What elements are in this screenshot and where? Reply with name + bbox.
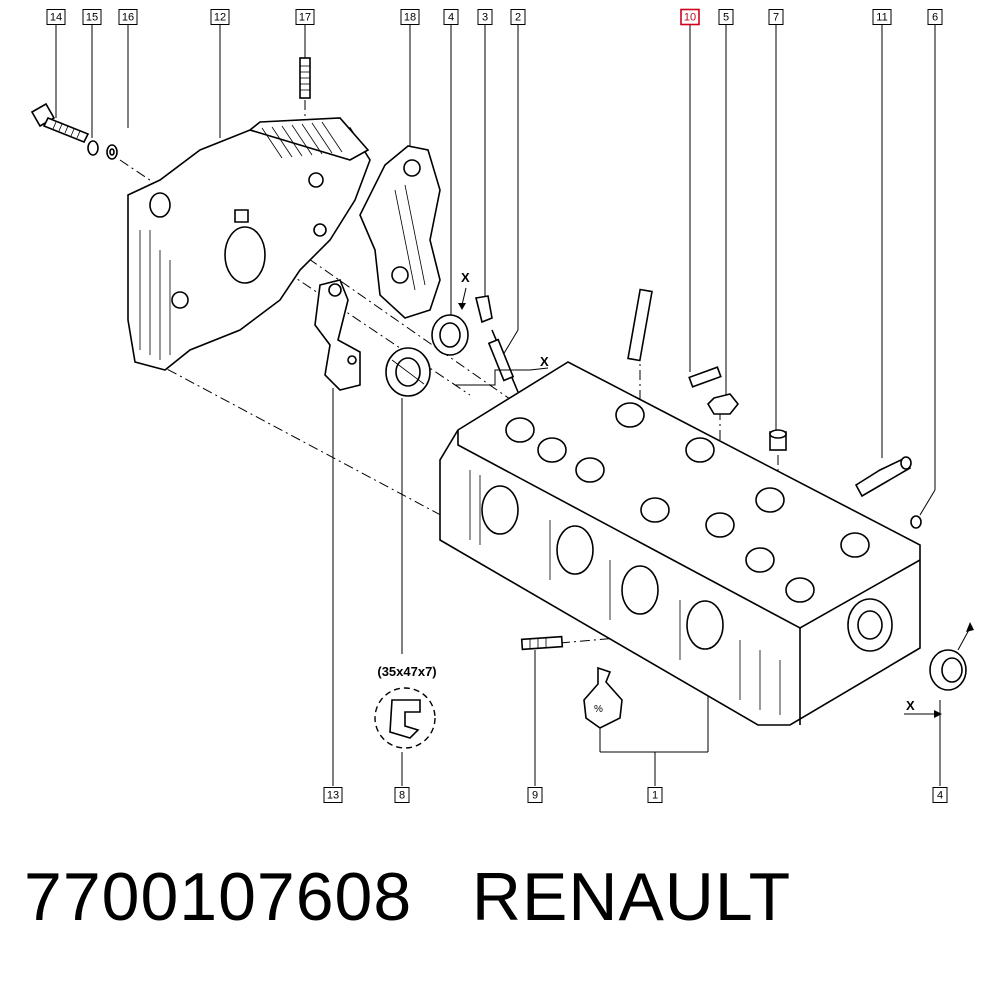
callout-4: 4 [932, 787, 948, 803]
callout-13: 13 [323, 787, 343, 803]
leader-lines [55, 25, 941, 786]
view-marker-x-lower: X [906, 698, 915, 713]
callout-number: 6 [932, 12, 938, 24]
callout-box [394, 787, 410, 803]
callout-box [82, 9, 102, 25]
callout-14: 14 [46, 9, 66, 25]
callout-box [872, 9, 892, 25]
callout-number: 8 [399, 790, 405, 802]
callout-number: 7 [773, 12, 779, 24]
callout-7: 7 [768, 9, 784, 25]
washer-part-16 [106, 144, 118, 160]
callout-16: 16 [118, 9, 138, 25]
brand-name: RENAULT [471, 859, 792, 935]
plug-part-6 [910, 515, 922, 529]
callout-box [295, 9, 315, 25]
callout-box [443, 9, 459, 25]
view-marker-x-upper: X [461, 270, 470, 285]
seal-part-4-lower [929, 622, 974, 691]
stud-part-10 [688, 366, 722, 388]
callout-5: 5 [718, 9, 734, 25]
callout-number: 14 [50, 12, 62, 24]
seal-part-8-bearing [385, 347, 431, 397]
callout-17: 17 [295, 9, 315, 25]
svg-text:%: % [594, 704, 603, 715]
callout-box [323, 787, 343, 803]
clip-part-3 [475, 295, 493, 324]
callout-box [46, 9, 66, 25]
view-marker-x-mid: X [540, 354, 549, 369]
cylinder-head-part-1 [439, 361, 921, 726]
callout-9: 9 [527, 787, 543, 803]
valve-part-2 [487, 329, 519, 393]
seal-part-4-upper [431, 314, 469, 356]
callout-number: 16 [122, 12, 134, 24]
callout-11: 11 [872, 9, 892, 25]
washer-part-15 [87, 140, 99, 156]
guide-stud-upper [627, 288, 653, 362]
engine-bracket-part-12 [127, 117, 371, 371]
nut-part-7 [769, 429, 787, 451]
callout-number: 11 [876, 12, 887, 24]
callout-number: 10 [684, 12, 696, 24]
part-number: 7700107608 [24, 859, 413, 935]
view-marker-lower: X [904, 698, 942, 718]
callout-3: 3 [477, 9, 493, 25]
bolt-part-14 [30, 102, 90, 144]
footer: 7700107608 RENAULT [24, 858, 791, 936]
seal-detail-part-8: (35x47x7) [374, 664, 437, 749]
view-marker-mid: X [455, 354, 549, 386]
callout-number: 12 [214, 12, 226, 24]
view-marker-upper: X [458, 270, 470, 310]
callout-box [400, 9, 420, 25]
callout-box [210, 9, 230, 25]
link-part-13 [314, 279, 361, 391]
callout-box [927, 9, 943, 25]
callout-number: 2 [515, 12, 521, 24]
support-part-18 [359, 145, 441, 319]
callout-18: 18 [400, 9, 420, 25]
callout-box [932, 787, 948, 803]
callout-box [477, 9, 493, 25]
callout-number: 5 [723, 12, 729, 24]
callout-box [647, 787, 663, 803]
stud-part-9 [520, 635, 564, 651]
nut-part-5 [706, 393, 740, 415]
stud-part-17 [299, 57, 311, 99]
callout-box [718, 9, 734, 25]
sensor-part-11 [854, 456, 912, 498]
callout-2: 2 [510, 9, 526, 25]
callout-number: 3 [482, 12, 488, 24]
callout-8: 8 [394, 787, 410, 803]
callout-number: 18 [404, 12, 416, 24]
callout-number: 15 [86, 12, 98, 24]
callout-number: 13 [327, 790, 339, 802]
callout-number: 17 [299, 12, 311, 24]
callout-box [510, 9, 526, 25]
callout-box [768, 9, 784, 25]
sealant-bag-icon: % [583, 666, 623, 729]
callout-box [118, 9, 138, 25]
callout-12: 12 [210, 9, 230, 25]
callout-1: 1 [647, 787, 663, 803]
seal-dimension-label: (35x47x7) [377, 664, 436, 679]
callout-10: 10 [680, 8, 700, 26]
callout-6: 6 [927, 9, 943, 25]
callout-box [680, 8, 700, 26]
callout-number: 9 [532, 790, 538, 802]
callout-box [527, 787, 543, 803]
callout-number: 4 [937, 790, 943, 802]
callout-number: 4 [448, 12, 454, 24]
callout-4: 4 [443, 9, 459, 25]
callout-number: 1 [652, 790, 658, 802]
callout-15: 15 [82, 9, 102, 25]
